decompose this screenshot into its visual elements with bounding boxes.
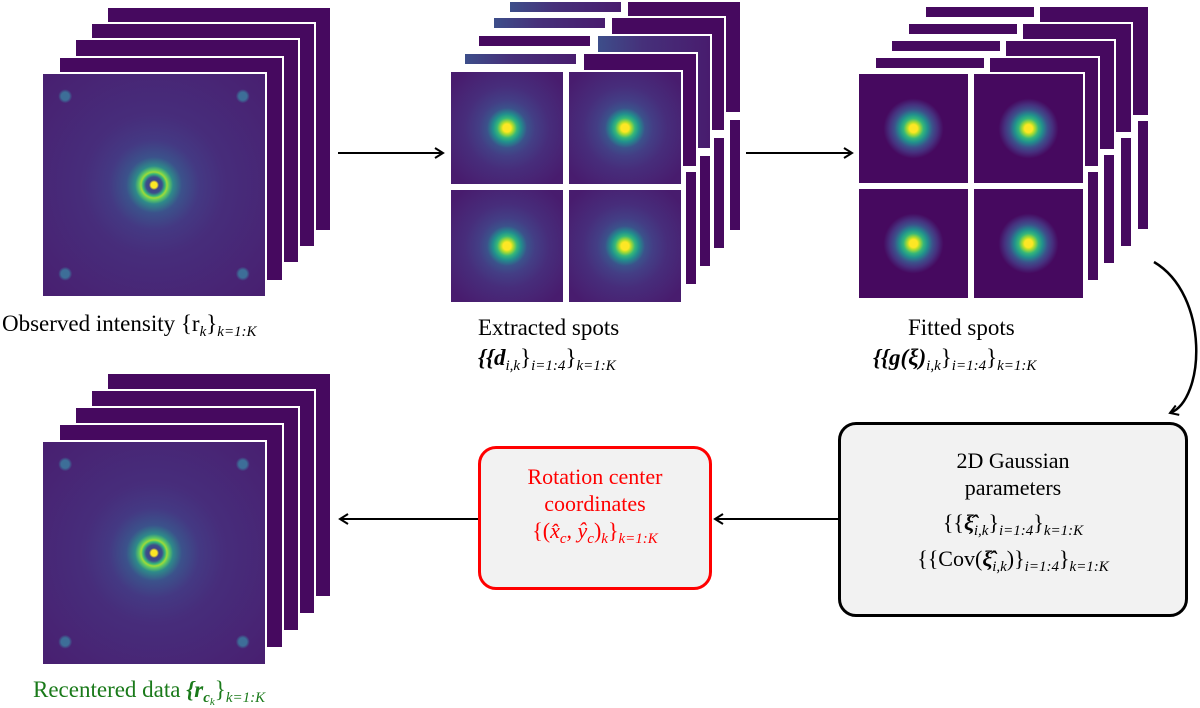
extracted-spots-math: {{di,k}i=1:4}k=1:K — [478, 345, 616, 374]
recentered-data-image — [41, 440, 267, 666]
stack-frame — [924, 5, 1036, 19]
extracted-spot-2 — [567, 70, 683, 186]
stack-frame — [1136, 119, 1150, 231]
extracted-spot-4 — [567, 188, 683, 304]
stack-frame — [728, 118, 742, 232]
arrow-fitted-to-gaussian — [1153, 260, 1198, 416]
stack-frame — [1119, 136, 1133, 248]
stack-frame — [684, 170, 698, 286]
stack-frame — [907, 22, 1019, 36]
fitted-spot-3 — [857, 187, 970, 300]
stack-frame — [492, 16, 607, 30]
stack-frame — [1102, 153, 1116, 265]
rotation-center-box: Rotation center coordinates {(x̂c, ŷc)k}… — [478, 446, 712, 590]
stack-frame — [890, 39, 1002, 53]
observed-intensity-label: Observed intensity {rk}k=1:K — [2, 311, 257, 340]
extracted-spot-1 — [449, 70, 565, 186]
rotation-center-expr: {(x̂c, ŷc)k}k=1:K — [532, 518, 658, 547]
recentered-data-label: Recentered data {rck}k=1:K — [33, 677, 266, 708]
extracted-spots-label: Extracted spots — [478, 315, 620, 340]
stack-frame — [712, 136, 726, 250]
fitted-spot-4 — [972, 187, 1085, 300]
stack-frame — [874, 56, 986, 70]
stack-frame — [477, 34, 592, 48]
gaussian-title-line1: 2D Gaussian — [956, 448, 1070, 473]
stack-frame — [508, 0, 623, 14]
fitted-spot-2 — [972, 72, 1085, 185]
fitted-spots-math: {{g(ξ)i,k}i=1:4}k=1:K — [873, 345, 1037, 374]
gaussian-parameters-box: 2D Gaussian parameters {{ξ̂i,k}i=1:4}k=1… — [838, 422, 1188, 617]
fitted-spots-label: Fitted spots — [908, 315, 1015, 340]
gaussian-covariance-expr: {{Cov(ξ̂i,k)}i=1:4}k=1:K — [917, 546, 1109, 575]
observed-intensity-image — [41, 72, 267, 298]
rotation-title-line2: coordinates — [544, 491, 646, 516]
stack-frame — [463, 52, 578, 66]
stack-frame — [1086, 170, 1100, 282]
extracted-spot-3 — [449, 188, 565, 304]
stack-frame — [698, 154, 712, 268]
fitted-spot-1 — [857, 72, 970, 185]
gaussian-title-line2: parameters — [964, 475, 1062, 500]
rotation-title-line1: Rotation center — [527, 464, 663, 489]
gaussian-estimate-expr: {{ξ̂i,k}i=1:4}k=1:K — [942, 510, 1084, 539]
